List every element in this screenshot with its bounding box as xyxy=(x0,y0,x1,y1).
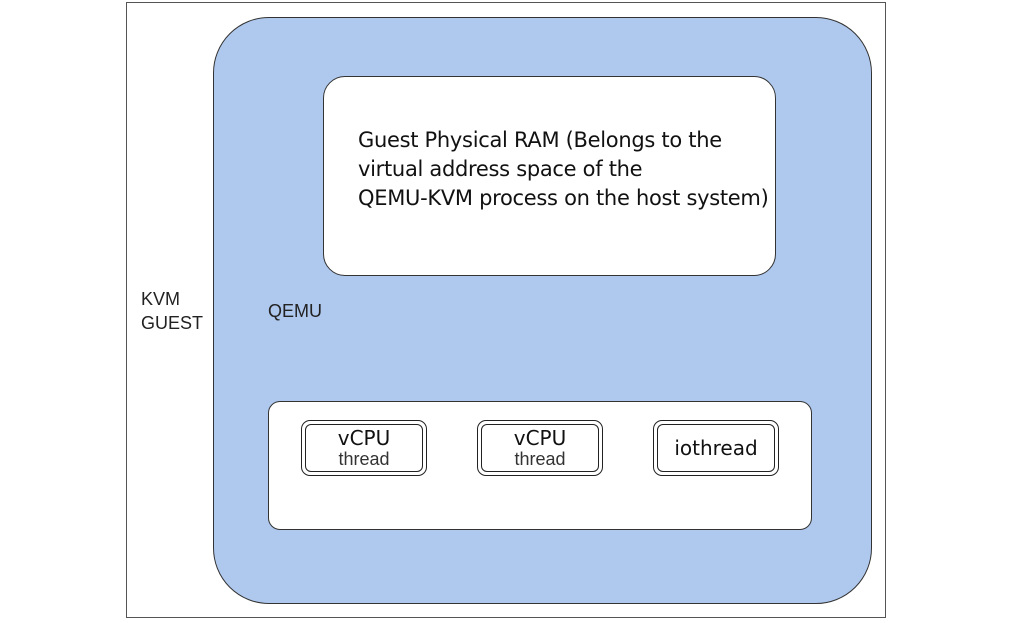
vcpu-thread-2-title: vCPU xyxy=(513,426,567,450)
vcpu-thread-1-inner: vCPU thread xyxy=(305,424,423,472)
vcpu-thread-1: vCPU thread xyxy=(301,420,427,476)
guest-physical-ram-box xyxy=(323,76,776,276)
kvm-guest-label-line2: GUEST xyxy=(141,313,204,333)
ram-text-line3: QEMU-KVM process on the host system) xyxy=(358,186,769,210)
kvm-guest-label: KVM GUEST xyxy=(141,287,203,335)
ram-text-line2: virtual address space of the xyxy=(358,157,643,181)
vcpu-thread-2-inner: vCPU thread xyxy=(481,424,599,472)
vcpu-thread-2: vCPU thread xyxy=(477,420,603,476)
ram-text-line1: Guest Physical RAM (Belongs to the xyxy=(358,128,722,152)
vcpu-thread-1-title: vCPU xyxy=(337,426,391,450)
qemu-label: QEMU xyxy=(268,301,322,321)
iothread: iothread xyxy=(653,420,779,476)
guest-physical-ram-text: Guest Physical RAM (Belongs to the virtu… xyxy=(358,126,769,213)
kvm-guest-label-line1: KVM xyxy=(141,289,181,309)
vcpu-thread-2-subtitle: thread xyxy=(514,449,566,469)
iothread-inner: iothread xyxy=(657,424,775,472)
iothread-title: iothread xyxy=(674,436,758,460)
vcpu-thread-1-subtitle: thread xyxy=(338,449,390,469)
